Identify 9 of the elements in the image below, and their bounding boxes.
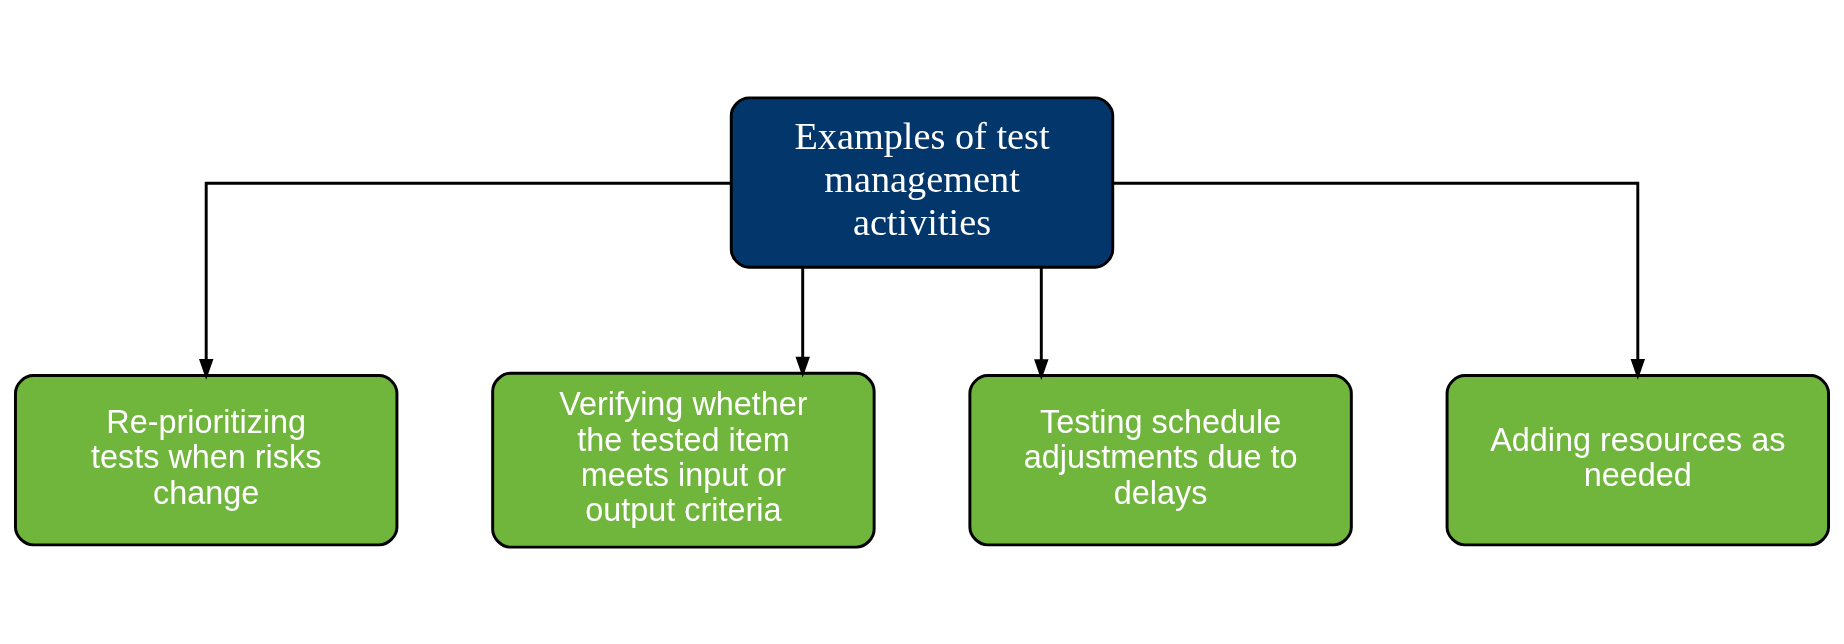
arrow <box>1034 266 1049 380</box>
node-box: Examples of test management activities <box>729 95 1115 269</box>
node-box: Re-prioritizing tests when risks change <box>14 373 399 546</box>
node-box: Verifying whether the tested item meets input or output criteria <box>491 371 876 549</box>
node-box: Adding resources as needed <box>1445 373 1830 546</box>
node-box: Testing schedule adjustments due to delays <box>968 373 1353 546</box>
arrow <box>795 266 810 377</box>
arrow <box>198 181 732 380</box>
arrow <box>1112 181 1646 380</box>
